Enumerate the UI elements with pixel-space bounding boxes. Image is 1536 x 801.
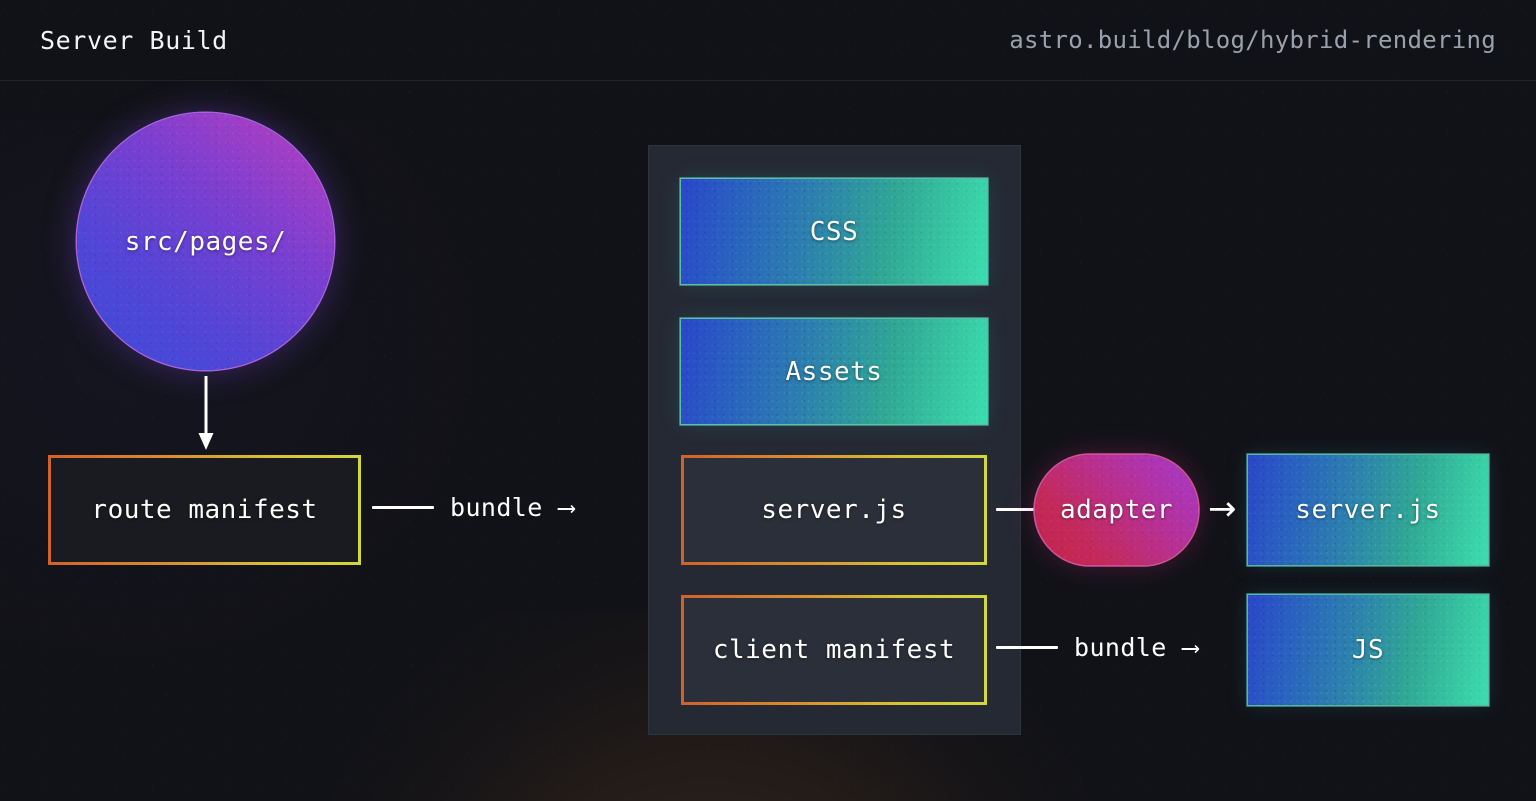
circle-grain-overlay xyxy=(77,113,334,370)
node-route-manifest[interactable]: route manifest xyxy=(48,455,361,565)
adapter-grain-overlay xyxy=(1035,455,1198,565)
node-output-server-js-label: server.js xyxy=(1295,495,1441,525)
arrow-down-icon xyxy=(198,376,214,450)
node-adapter[interactable]: adapter xyxy=(1035,455,1198,565)
header-bar: Server Build astro.build/blog/hybrid-ren… xyxy=(0,0,1536,81)
node-src-pages[interactable]: src/pages/ xyxy=(77,113,334,370)
node-client-manifest-label: client manifest xyxy=(712,635,956,665)
source-url: astro.build/blog/hybrid-rendering xyxy=(1009,26,1496,54)
node-assets-label: Assets xyxy=(785,356,883,387)
edge-bundle-top: bundle ⟶ xyxy=(372,493,574,522)
node-server-js-bundle[interactable]: server.js xyxy=(681,455,987,565)
output-server-js-grain-overlay xyxy=(1248,455,1488,565)
dotted-border xyxy=(48,455,361,565)
node-route-manifest-label: route manifest xyxy=(91,495,318,525)
node-client-manifest[interactable]: client manifest xyxy=(681,595,987,705)
dotted-border xyxy=(681,595,987,705)
edge-server-to-adapter xyxy=(996,508,1034,511)
edge-bundle-bottom-label: bundle xyxy=(1074,633,1167,662)
edge-arrow-right: ⟶ xyxy=(1182,633,1199,662)
node-css-label: CSS xyxy=(809,216,859,247)
node-adapter-label: adapter xyxy=(1059,495,1174,525)
node-output-server-js[interactable]: server.js xyxy=(1248,455,1488,565)
css-grain-overlay xyxy=(681,179,987,284)
node-output-js[interactable]: JS xyxy=(1248,595,1488,705)
page-title: Server Build xyxy=(40,25,228,55)
edge-arrow-right: ⟶ xyxy=(558,493,575,522)
node-src-pages-label: src/pages/ xyxy=(124,226,287,257)
assets-grain-overlay xyxy=(681,319,987,424)
node-assets[interactable]: Assets xyxy=(681,319,987,424)
edge-arrow-adapter-to-output: → xyxy=(1208,489,1237,529)
node-server-js-bundle-label: server.js xyxy=(761,495,907,525)
edge-line-left xyxy=(372,506,434,509)
edge-line-left xyxy=(996,646,1058,649)
node-css[interactable]: CSS xyxy=(681,179,987,284)
edge-bundle-top-label: bundle xyxy=(450,493,543,522)
edge-bundle-bottom: bundle ⟶ xyxy=(996,633,1198,662)
output-js-grain-overlay xyxy=(1248,595,1488,705)
dotted-border xyxy=(681,455,987,565)
node-output-js-label: JS xyxy=(1351,635,1385,665)
